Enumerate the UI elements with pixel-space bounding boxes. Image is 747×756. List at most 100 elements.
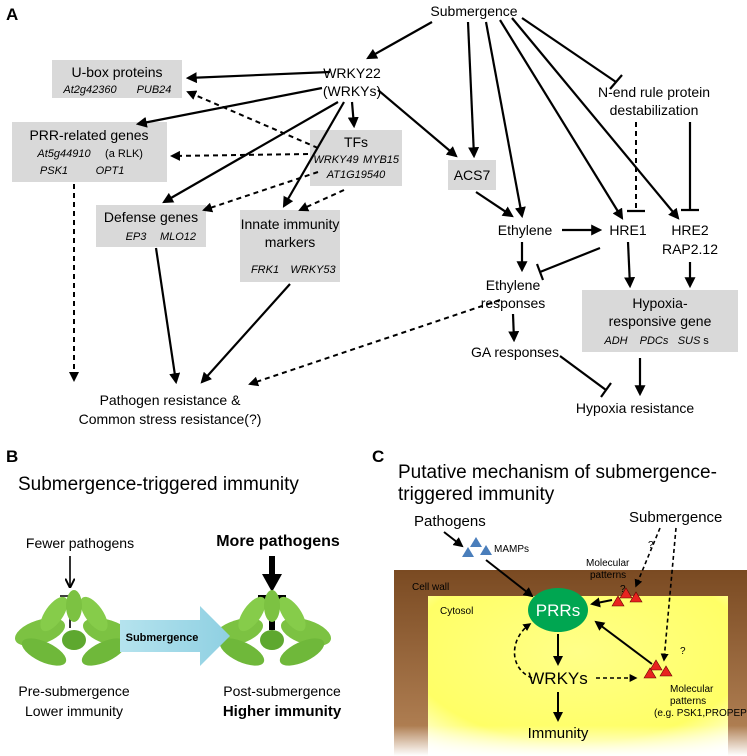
post-submergence-label: Post-submergence [223, 683, 341, 699]
panel-a-inhibitions [521, 17, 699, 398]
ubox-gene-1: At2g42360 [62, 84, 117, 96]
panel-b-title: Submergence-triggered immunity [18, 474, 299, 495]
mol1-line-2: patterns [590, 570, 626, 581]
acs7-label: ACS7 [454, 167, 491, 183]
hyp-gene-1: ADH [603, 335, 627, 347]
q-mark-3: ? [680, 646, 686, 657]
fewer-pathogens-label: Fewer pathogens [26, 535, 134, 551]
prr-gene-3: OPT1 [96, 165, 125, 177]
arrow-wrky-ubox [185, 70, 331, 84]
wrky22-label: WRKY22 [323, 65, 381, 81]
tfs-title: TFs [344, 134, 368, 150]
panel-c-title-1: Putative mechanism of submergence- [398, 462, 717, 483]
inhibit-sub-nend [521, 17, 617, 83]
ga-label: GA responses [471, 344, 559, 360]
ubox-title: U-box proteins [71, 64, 162, 80]
defense-gene-1: EP3 [126, 231, 148, 243]
submergence-c-label: Submergence [629, 509, 722, 526]
prrs-label: PRRs [536, 601, 580, 620]
ubox-gene-2: PUB24 [137, 84, 172, 96]
lower-immunity-label: Lower immunity [25, 703, 123, 719]
dash-tfs-prr [170, 150, 309, 161]
pre-submergence-plant [11, 590, 137, 672]
hyp-gene-3: SUS [678, 335, 701, 347]
inhibit-ga-hypoxia [559, 355, 607, 391]
mamps-label: MAMPs [494, 544, 529, 555]
pre-submergence-label: Pre-submergence [18, 683, 129, 699]
arrow-sub-acs7 [466, 21, 480, 159]
arrow-wrky-tfs [347, 101, 359, 129]
mol2-triangles [643, 659, 673, 679]
mol1-triangles [611, 587, 643, 607]
inhibit-hre1-ethresp [539, 246, 601, 274]
mol2-line-2: patterns [670, 696, 706, 707]
defense-title: Defense genes [104, 209, 198, 225]
higher-immunity-label: Higher immunity [223, 703, 342, 720]
arrow-innate-pathogen [200, 283, 291, 384]
pathogen-line-1: Pathogen resistance & [100, 392, 242, 408]
innate-gene-1: FRK1 [251, 264, 279, 276]
panel-c: C Putative mechanism of submergence- tri… [372, 447, 747, 756]
innate-line-2: markers [265, 234, 316, 250]
pathogen-line-2: Common stress resistance(?) [79, 411, 262, 427]
wrkys-c-label: WRKYs [528, 669, 588, 688]
panel-a-letter: A [6, 5, 18, 24]
arrow-sub-hre1 [499, 19, 624, 220]
arrow-wrky-acs7 [377, 89, 458, 158]
nend-line-2: destabilization [610, 102, 699, 118]
defense-gene-2: MLO12 [160, 231, 196, 243]
arrow-hre1-hypoxia [624, 241, 636, 289]
panel-b-letter: B [6, 447, 18, 466]
prr-title: PRR-related genes [29, 127, 148, 143]
dash-ethresp-pathogen [248, 299, 501, 387]
nend-line-1: N-end rule protein [598, 84, 710, 100]
tfs-gene-3: AT1G19540 [326, 169, 386, 181]
hyp-gene-2: PDCs [640, 335, 669, 347]
arrow-pathogens-mamps [443, 531, 464, 548]
submergence-arrow-label: Submergence [126, 632, 199, 644]
panel-a-dashed-arrows [69, 90, 637, 387]
q-mark-1: ? [648, 540, 654, 551]
dash-tfs-innate [298, 189, 345, 212]
wrkys-label: (WRKYs) [323, 83, 381, 99]
immunity-label: Immunity [528, 725, 589, 742]
arrow-sub-ethylene [484, 21, 526, 219]
panel-a: A Submergence WRKY22 (WRKYs) U-box prote… [6, 3, 738, 427]
prr-gene-1-note: (a RLK) [105, 148, 143, 160]
tfs-gene-2: MYB15 [363, 154, 400, 166]
arrow-mamps-prrs [485, 559, 534, 598]
prr-gene-2: PSK1 [40, 165, 68, 177]
arrow-wrky-innate [282, 101, 345, 208]
mol1-line-1: Molecular [586, 558, 630, 569]
submergence-label: Submergence [430, 3, 517, 19]
hre1-label: HRE1 [609, 222, 647, 238]
arrow-sub-wrky22 [366, 21, 433, 60]
innate-line-1: Innate immunity [241, 216, 340, 232]
dashed-wrkys-prrs-loop [513, 623, 533, 679]
hyp-line-2: responsive gene [609, 313, 712, 329]
mol2-line-3: (e.g. PSK1,PROPEPs) [654, 708, 747, 719]
hre2-label: HRE2 [671, 222, 709, 238]
submergence-dashed-arrows [634, 527, 677, 662]
ubox-box [52, 60, 182, 98]
prr-gene-1: At5g44910 [36, 148, 91, 160]
hypoxia-resistance-label: Hypoxia resistance [576, 400, 694, 416]
arrow-acs7-ethylene [475, 191, 514, 218]
defense-box [96, 205, 206, 247]
panel-c-letter: C [372, 447, 384, 466]
prrs-ellipse [528, 588, 588, 632]
hypoxia-gene-box [582, 290, 738, 352]
mamps-triangles [462, 537, 492, 557]
arrow-mol1-prrs [590, 597, 613, 608]
panel-c-title-2: triggered immunity [398, 484, 555, 505]
eth-resp-line-2: responses [481, 295, 546, 311]
hyp-gene-3-suffix: s [703, 335, 709, 347]
pathogens-label: Pathogens [414, 513, 486, 530]
acs7-box [448, 160, 496, 190]
hyp-line-1: Hypoxia- [632, 295, 688, 311]
mol2-line-1: Molecular [670, 684, 714, 695]
arrow-mol2-prrs [594, 620, 653, 665]
arrow-sub-hre2 [511, 17, 680, 220]
prr-box [12, 122, 167, 182]
